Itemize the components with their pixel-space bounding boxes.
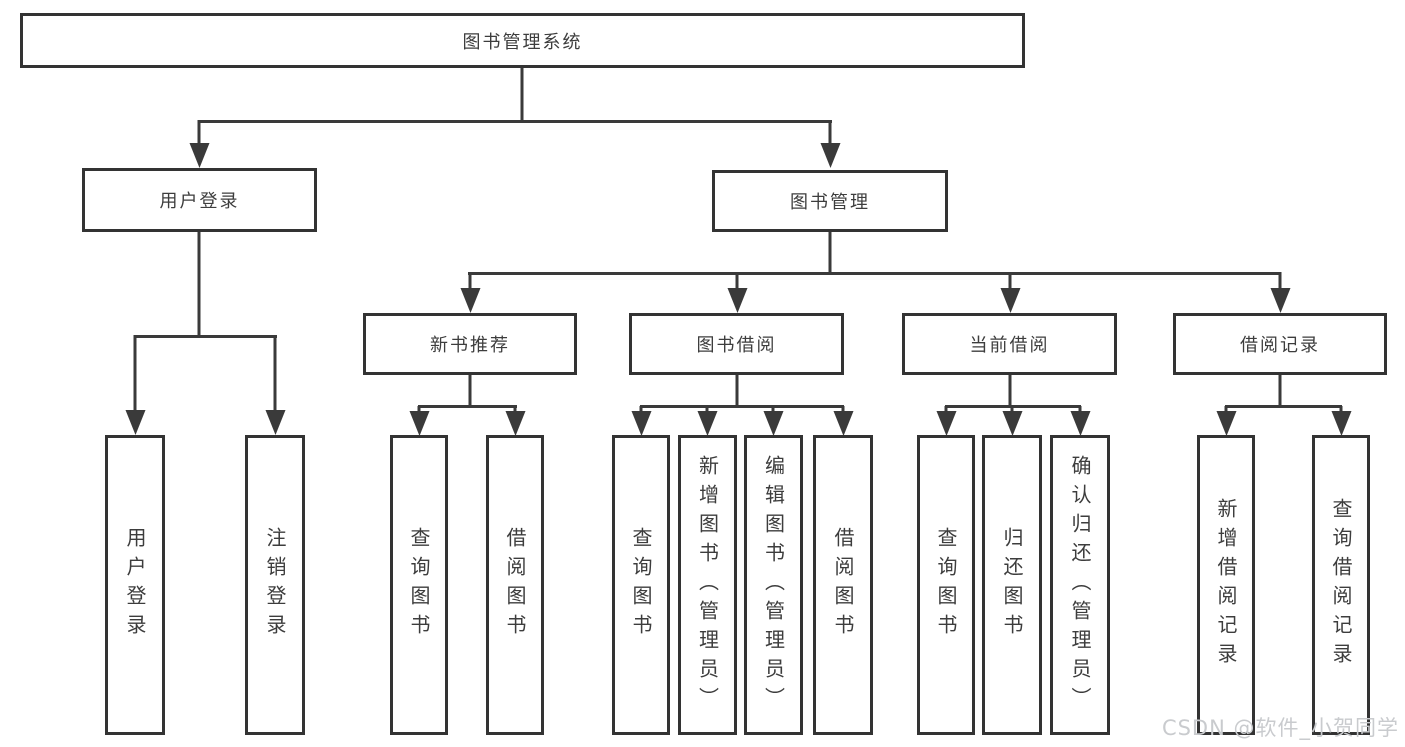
leaf-query-books-borrowing: 查询图书 — [612, 435, 670, 735]
connector-root-stem — [520, 68, 524, 120]
connector-arrow-bb-borrow — [841, 406, 845, 411]
connector-book-borrowing-bus — [640, 405, 844, 408]
node-book-borrowing-label: 图书借阅 — [696, 335, 777, 356]
leaf-return-books: 归还图书 — [982, 435, 1042, 735]
connector-borrow-records-bus — [1225, 405, 1342, 408]
connector-user-login-bus — [134, 335, 277, 338]
leaf-add-book-admin: 新增图书（管理员） — [678, 435, 737, 735]
leaf-query-books-recommend-label: 查询图书 — [407, 527, 431, 643]
node-user-login: 用户登录 — [82, 168, 317, 232]
leaf-add-borrow-record: 新增借阅记录 — [1197, 435, 1255, 735]
connector-book-management-bus — [468, 272, 1281, 275]
connector-arrow-leaf-user-login — [133, 335, 137, 410]
connector-current-borrowing-stem — [1008, 375, 1012, 408]
leaf-edit-book-admin: 编辑图书（管理员） — [744, 435, 803, 735]
node-book-management-label: 图书管理 — [790, 192, 870, 213]
leaf-confirm-return-admin: 确认归还（管理员） — [1050, 435, 1110, 735]
connector-arrow-nb-query — [417, 406, 421, 411]
leaf-query-borrow-record-label: 查询借阅记录 — [1329, 498, 1353, 672]
leaf-query-borrow-record: 查询借阅记录 — [1312, 435, 1370, 735]
connector-new-book-stem — [468, 375, 472, 408]
connector-book-borrowing-stem — [735, 375, 739, 408]
leaf-query-books-borrowing-label: 查询图书 — [629, 527, 653, 643]
leaf-borrow-books-recommend-label: 借阅图书 — [503, 527, 527, 643]
connector-arrow-cb-confirm — [1078, 406, 1082, 411]
connector-arrow-nb-borrow — [513, 406, 517, 411]
leaf-query-books-current: 查询图书 — [917, 435, 975, 735]
leaf-add-borrow-record-label: 新增借阅记录 — [1214, 498, 1238, 672]
node-library-system: 图书管理系统 — [20, 13, 1025, 68]
connector-arrow-cb-return — [1010, 406, 1014, 411]
connector-user-login-stem — [197, 232, 201, 338]
connector-arrow-br-query — [1339, 406, 1343, 411]
leaf-logout: 注销登录 — [245, 435, 305, 735]
leaf-edit-book-admin-label: 编辑图书（管理员） — [761, 454, 786, 716]
connector-arrow-br-add — [1224, 406, 1228, 411]
node-current-borrowing-label: 当前借阅 — [969, 335, 1050, 356]
node-borrow-records: 借阅记录 — [1173, 313, 1387, 375]
node-borrow-records-label: 借阅记录 — [1240, 335, 1320, 356]
connector-arrow-user-login — [197, 120, 201, 143]
leaf-add-book-admin-label: 新增图书（管理员） — [695, 454, 720, 716]
connector-root-bus — [198, 120, 832, 123]
node-new-book-recommend-label: 新书推荐 — [430, 335, 510, 356]
leaf-query-books-recommend: 查询图书 — [390, 435, 448, 735]
node-new-book-recommend: 新书推荐 — [363, 313, 577, 375]
connector-arrow-bb-edit — [771, 406, 775, 411]
connector-book-management-stem — [828, 232, 832, 274]
node-book-borrowing: 图书借阅 — [629, 313, 844, 375]
leaf-query-books-current-label: 查询图书 — [934, 527, 958, 643]
leaf-borrow-books-recommend: 借阅图书 — [486, 435, 544, 735]
connector-arrow-book-borrowing — [735, 272, 739, 288]
leaf-borrow-books-borrowing: 借阅图书 — [813, 435, 873, 735]
connector-arrow-bb-query — [639, 406, 643, 411]
connector-new-book-bus — [418, 405, 517, 408]
connector-arrow-new-book-recommend — [468, 272, 472, 288]
leaf-borrow-books-borrowing-label: 借阅图书 — [831, 527, 855, 643]
node-book-management: 图书管理 — [712, 170, 948, 232]
leaf-logout-label: 注销登录 — [263, 527, 287, 643]
connector-arrow-book-management — [828, 120, 832, 143]
node-user-login-label: 用户登录 — [159, 191, 240, 212]
connector-arrow-cb-query — [944, 406, 948, 411]
connector-arrow-borrow-records — [1278, 272, 1282, 288]
connector-arrow-leaf-logout — [273, 335, 277, 410]
leaf-return-books-label: 归还图书 — [1000, 527, 1024, 643]
connector-arrow-bb-add — [705, 406, 709, 411]
connector-borrow-records-stem — [1278, 375, 1282, 408]
leaf-confirm-return-admin-label: 确认归还（管理员） — [1068, 454, 1092, 716]
watermark: CSDN @软件_小贺同学 — [1161, 716, 1399, 740]
node-current-borrowing: 当前借阅 — [902, 313, 1117, 375]
leaf-user-login: 用户登录 — [105, 435, 165, 735]
node-library-system-label: 图书管理系统 — [462, 31, 583, 53]
connector-arrow-current-borrowing — [1008, 272, 1012, 288]
leaf-user-login-label: 用户登录 — [123, 527, 147, 643]
